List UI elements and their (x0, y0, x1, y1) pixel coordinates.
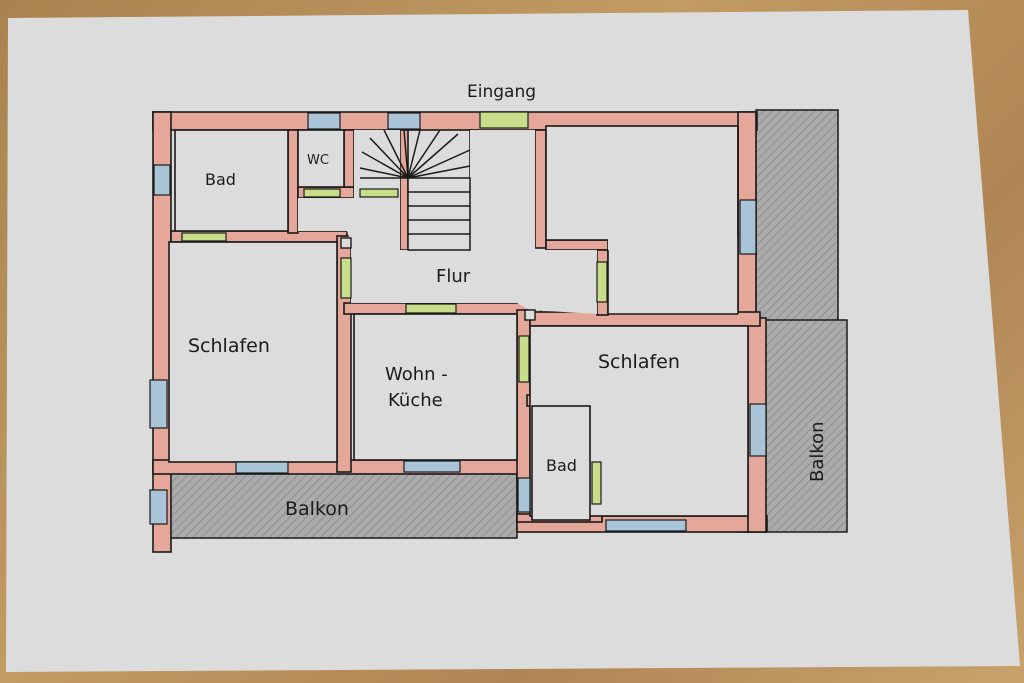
label-schlafen-left: Schlafen (188, 335, 270, 357)
windows (149, 112, 767, 532)
label-hall: Flur (436, 266, 471, 287)
room-bad-top (174, 129, 289, 232)
room-schlafen-left (168, 241, 338, 463)
label-bad-bottom: Bad (546, 456, 577, 475)
room-wc (297, 129, 345, 188)
balcony-right-area-upper (755, 109, 839, 323)
staircase (359, 129, 471, 251)
column-marker (524, 309, 536, 321)
room-top-right-lower (608, 238, 738, 314)
label-schlafen-right: Schlafen (598, 351, 680, 373)
room-interiors (168, 125, 749, 521)
column-marker (340, 237, 352, 249)
label-balcony-bottom: Balkon (285, 498, 349, 520)
label-bad-top: Bad (205, 170, 236, 189)
label-wohnkueche-line1: Wohn - (385, 364, 448, 385)
doors (181, 111, 608, 505)
room-bad-bottom (531, 405, 591, 521)
hallway-floor (298, 130, 597, 314)
balcony-right-area-lower (764, 319, 848, 533)
room-wohnkueche (353, 313, 518, 461)
label-balcony-right: Balkon (807, 421, 828, 482)
room-top-right (545, 125, 739, 241)
label-entrance: Eingang (467, 82, 536, 102)
label-wohnkueche-line2: Küche (388, 390, 443, 411)
label-wc: WC (307, 153, 329, 168)
